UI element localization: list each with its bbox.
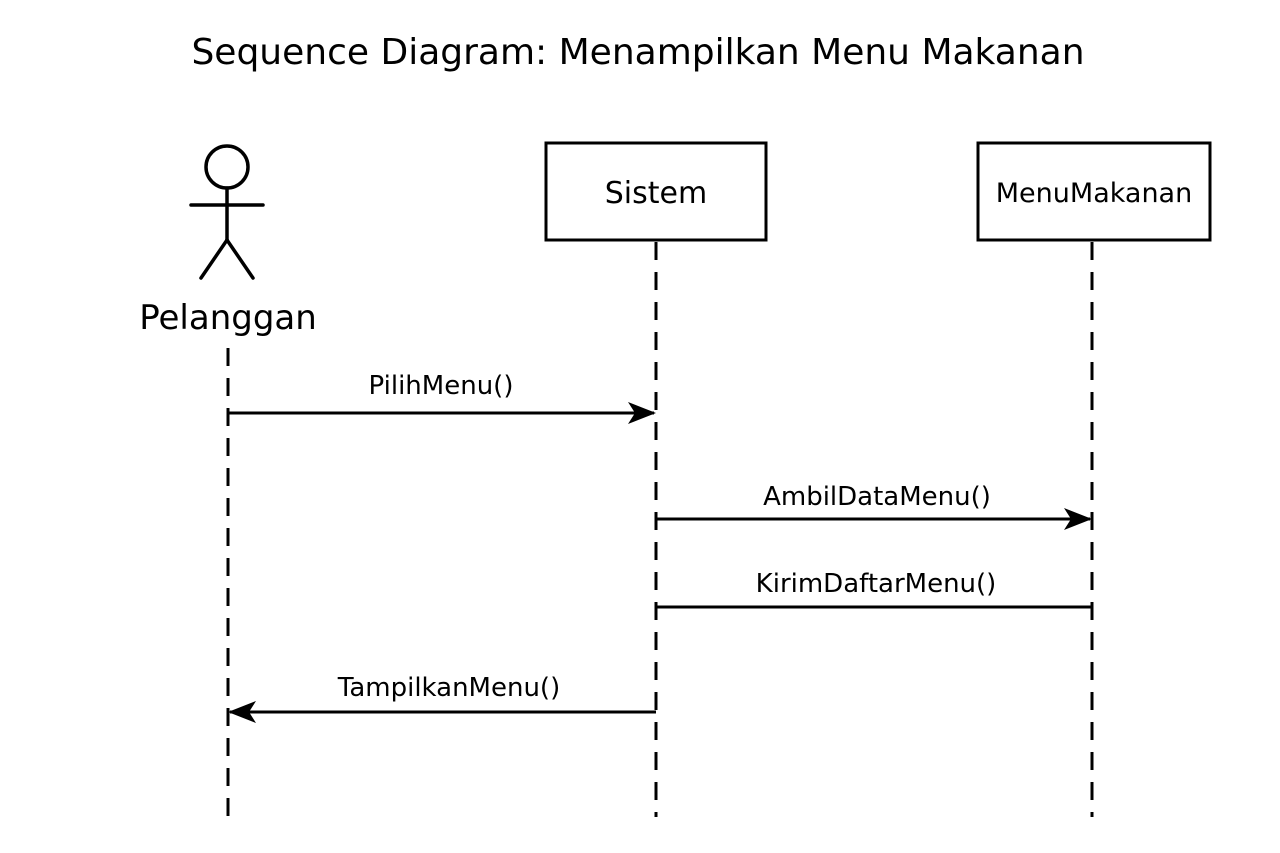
- message-label: KirimDaftarMenu(): [756, 569, 997, 599]
- actor-pelanggan: Pelanggan: [139, 144, 317, 338]
- message-tampilkanmenu: TampilkanMenu(): [228, 673, 656, 723]
- participant-box: [544, 141, 768, 242]
- message-label: PilihMenu(): [369, 371, 514, 401]
- message-label: TampilkanMenu(): [337, 673, 560, 703]
- participant-label: Sistem: [605, 176, 707, 211]
- participant-label: MenuMakanan: [996, 178, 1192, 209]
- message-label: AmbilDataMenu(): [763, 482, 991, 512]
- message-ambildatamenu: AmbilDataMenu(): [656, 482, 1092, 530]
- diagram-title: Sequence Diagram: Menampilkan Menu Makan…: [191, 32, 1084, 73]
- participant-sistem: Sistem: [544, 141, 768, 242]
- participant-menumakanan: MenuMakanan: [976, 141, 1212, 242]
- message-pilihmenu: PilihMenu(): [228, 371, 656, 424]
- stick-figure-icon: [189, 144, 265, 280]
- actor-label: Pelanggan: [139, 298, 317, 338]
- participant-box: [976, 141, 1212, 242]
- message-kirimdaftarmenu: KirimDaftarMenu(): [656, 569, 1092, 609]
